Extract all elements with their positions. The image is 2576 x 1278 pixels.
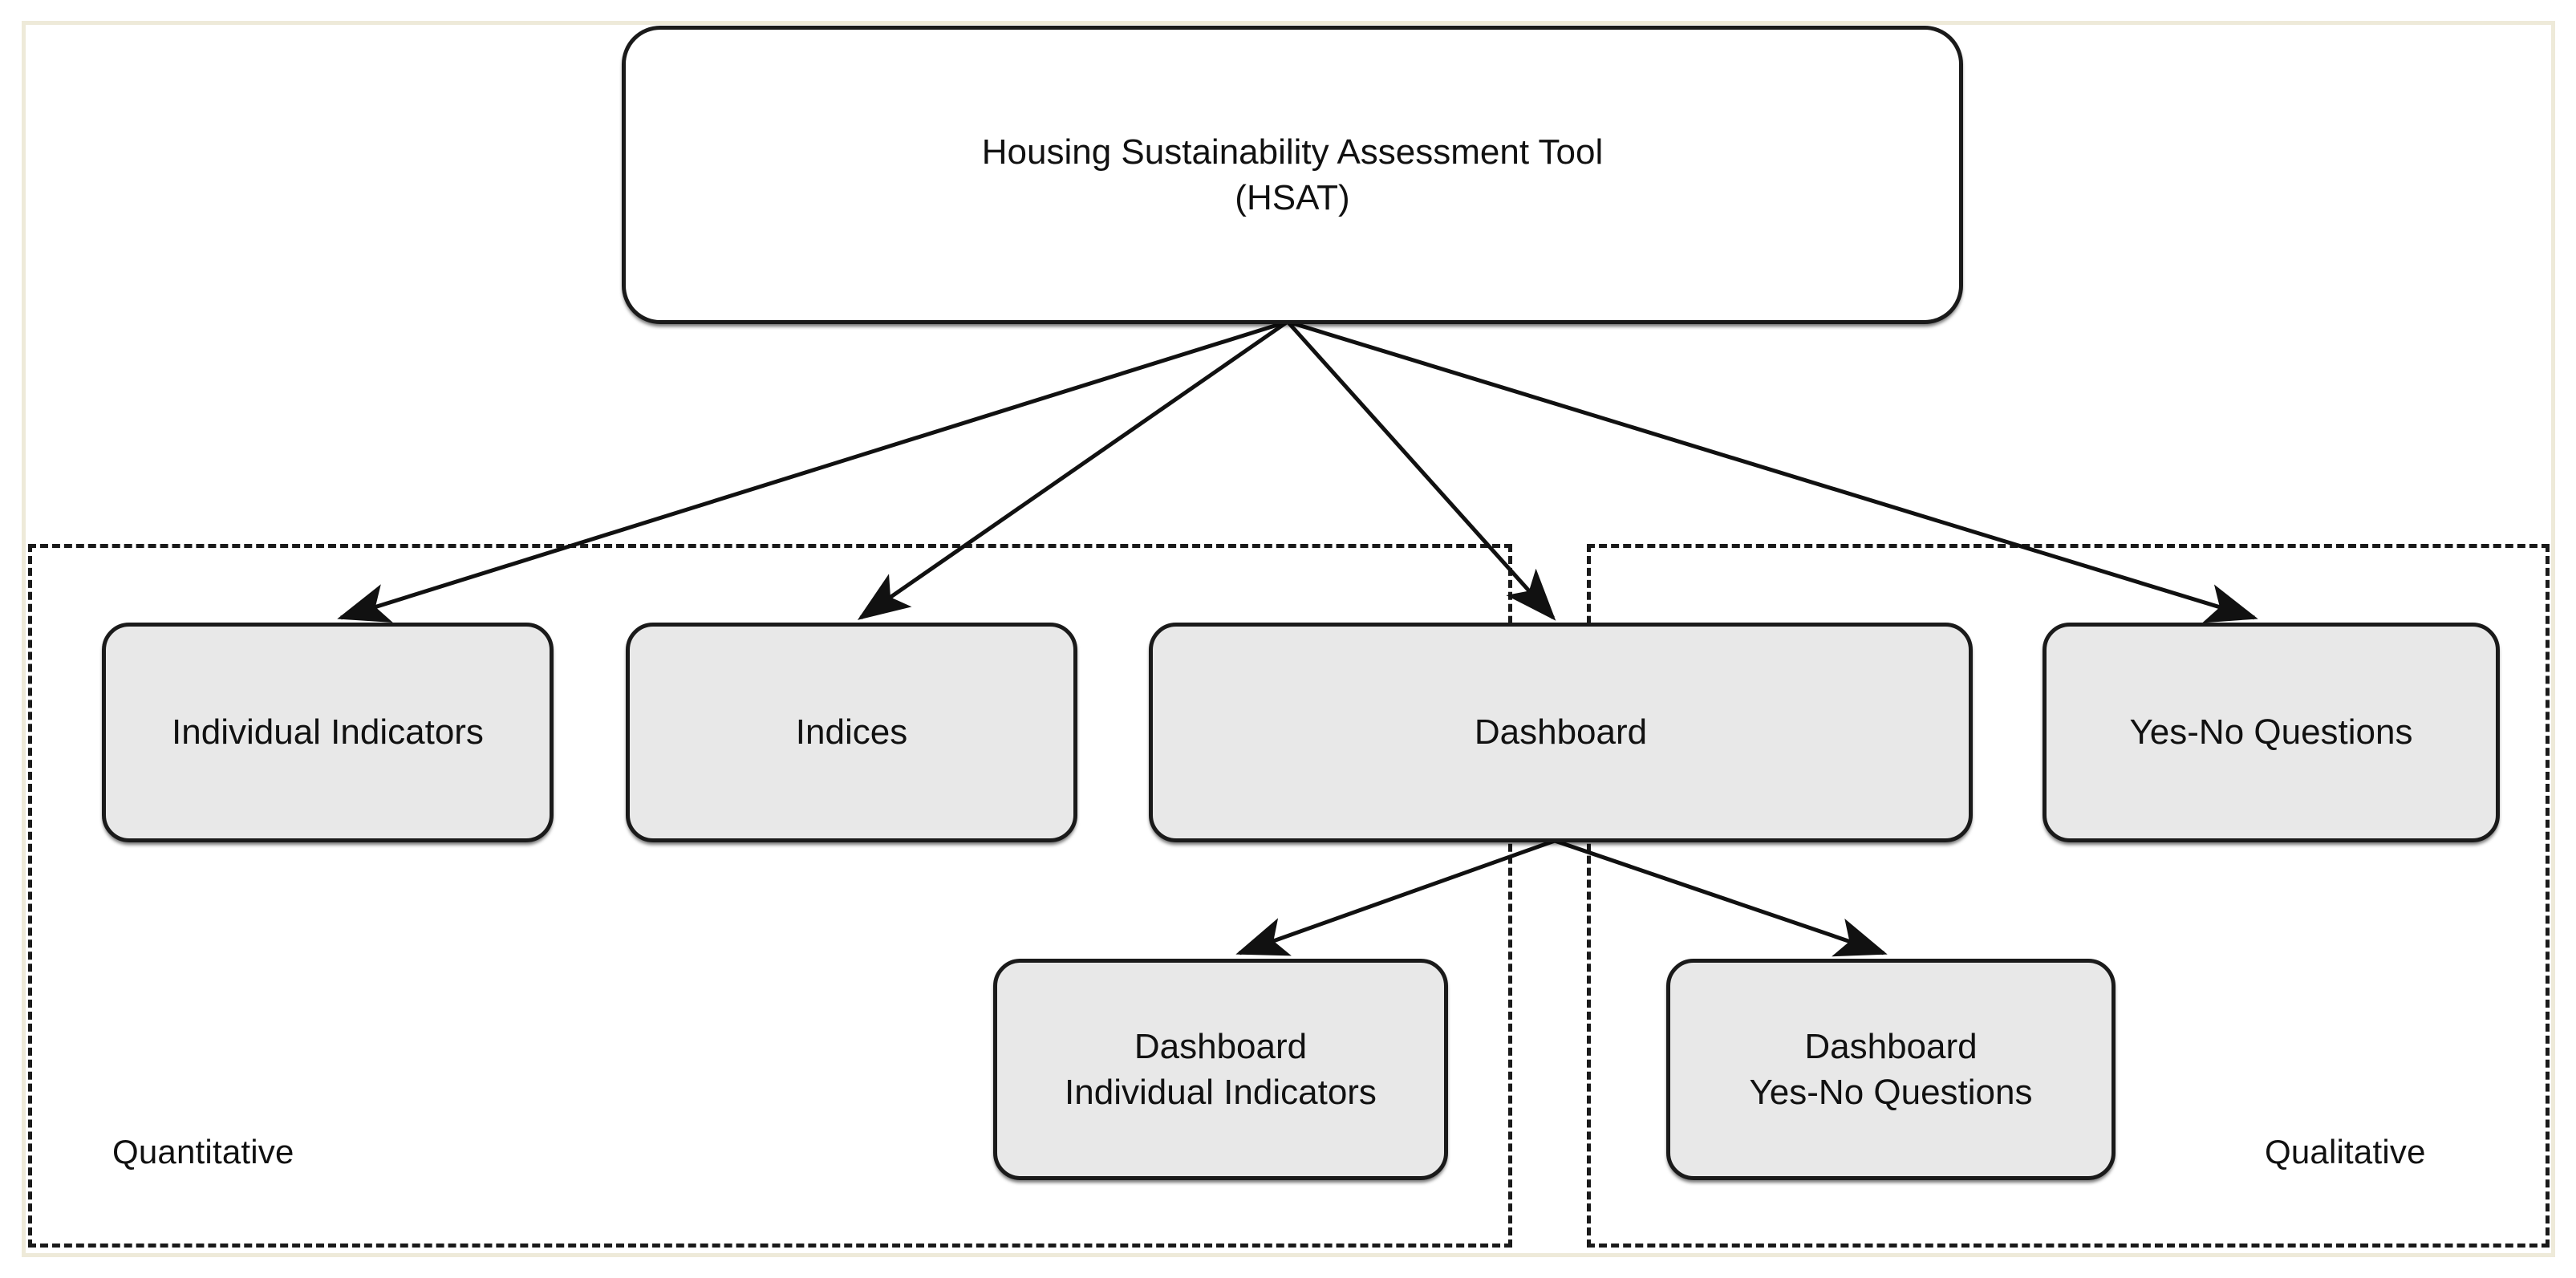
node-yes-no-questions[interactable]: Yes-No Questions — [2043, 623, 2500, 842]
node-hsat-line-1: Housing Sustainability Assessment Tool — [981, 132, 1604, 172]
node-individual-indicators[interactable]: Individual Indicators — [102, 623, 554, 842]
node-dashboard-yes-no-questions-line-2: Yes-No Questions — [1749, 1073, 2033, 1112]
node-hsat[interactable]: Housing Sustainability Assessment Tool (… — [622, 26, 1963, 324]
region-label-quantitative: Quantitative — [112, 1133, 294, 1170]
node-dashboard-individual-indicators-line-1: Dashboard — [1134, 1026, 1308, 1066]
node-indices-label: Indices — [795, 712, 908, 753]
region-label-qualitative: Qualitative — [2265, 1133, 2426, 1170]
node-hsat-line-2: (HSAT) — [1235, 178, 1350, 217]
node-yes-no-questions-label: Yes-No Questions — [2129, 712, 2413, 753]
node-indices[interactable]: Indices — [626, 623, 1077, 842]
node-dashboard[interactable]: Dashboard — [1149, 623, 1973, 842]
node-dashboard-label: Dashboard — [1474, 712, 1648, 753]
node-dashboard-individual-indicators-line-2: Individual Indicators — [1065, 1073, 1377, 1112]
node-dashboard-yes-no-questions[interactable]: Dashboard Yes-No Questions — [1666, 959, 2116, 1180]
node-individual-indicators-label: Individual Indicators — [172, 712, 484, 753]
node-dashboard-yes-no-questions-line-1: Dashboard — [1804, 1026, 1978, 1066]
node-dashboard-individual-indicators[interactable]: Dashboard Individual Indicators — [993, 959, 1448, 1180]
